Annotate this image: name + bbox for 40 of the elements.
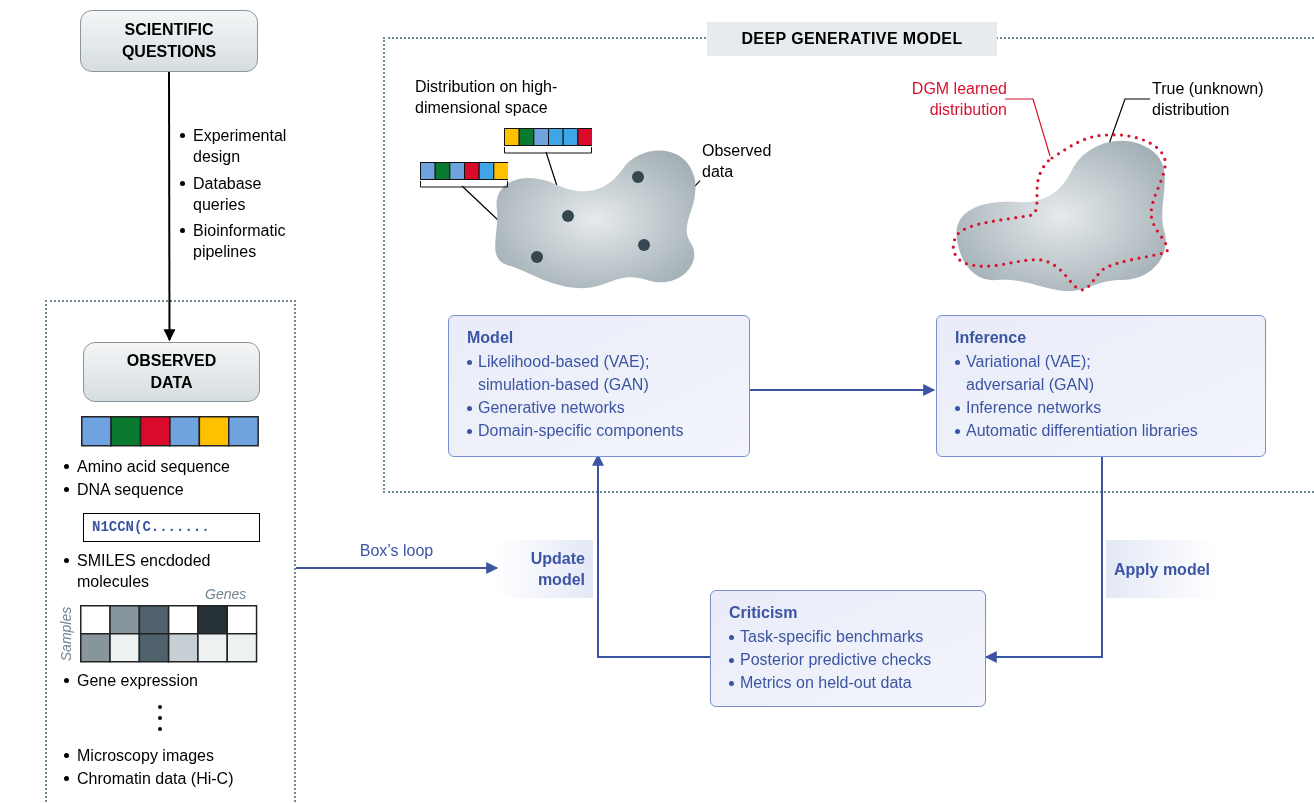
list-item: DNA sequence <box>77 480 184 500</box>
box-heading: Inference <box>955 328 1028 348</box>
box-heading: Criticism <box>729 603 799 623</box>
list-item: Gene expression <box>77 671 198 691</box>
list-item: Variational (VAE); adversarial (GAN) <box>966 352 1096 395</box>
dotted-panel <box>45 300 296 803</box>
list-item: Database queries <box>193 174 263 215</box>
leader-line <box>1004 98 1051 157</box>
arrow <box>295 562 499 574</box>
process-box <box>710 590 986 707</box>
list-item: Posterior predictive checks <box>740 650 932 670</box>
callout-text: Observed data <box>702 140 797 184</box>
process-box <box>936 315 1266 457</box>
caption-text: Distribution on high-dimensional space <box>415 77 559 118</box>
sequence-strip <box>504 128 592 154</box>
sequence-strip <box>420 162 508 188</box>
list-item: Task-specific benchmarks <box>740 627 924 647</box>
arrow <box>747 384 936 396</box>
question-box: SCIENTIFIC QUESTIONS <box>80 10 258 72</box>
arrow <box>163 71 176 342</box>
box-heading: Model <box>467 328 515 348</box>
callout-text: DGM learned distribution <box>877 78 1007 124</box>
arrow <box>984 454 1103 663</box>
list-item: Chromatin data (Hi-C) <box>77 769 234 789</box>
data-box: OBSERVED DATA <box>83 342 260 402</box>
list-item: Likelihood-based (VAE); simulation-based (GAN) <box>478 352 651 395</box>
axis-label: Samples <box>57 606 75 662</box>
list-item: Microscopy images <box>77 746 214 766</box>
process-box <box>448 315 750 457</box>
list-item: Experimental design <box>193 126 288 167</box>
callout-text: True (unknown) distribution <box>1152 78 1287 124</box>
list-item: Domain-specific components <box>478 421 684 441</box>
list-item: Inference networks <box>966 398 1102 418</box>
list-item: Automatic differentiation libraries <box>966 421 1198 441</box>
list-item: Generative networks <box>478 398 625 418</box>
sequence-string-box: N1CCN(C....... <box>83 513 260 542</box>
list-item: Metrics on held-out data <box>740 673 912 693</box>
list-item: Bioinformatic pipelines <box>193 221 287 262</box>
list-item: Amino acid sequence <box>77 457 230 477</box>
panel-heading: DEEP GENERATIVE MODEL <box>707 22 997 56</box>
